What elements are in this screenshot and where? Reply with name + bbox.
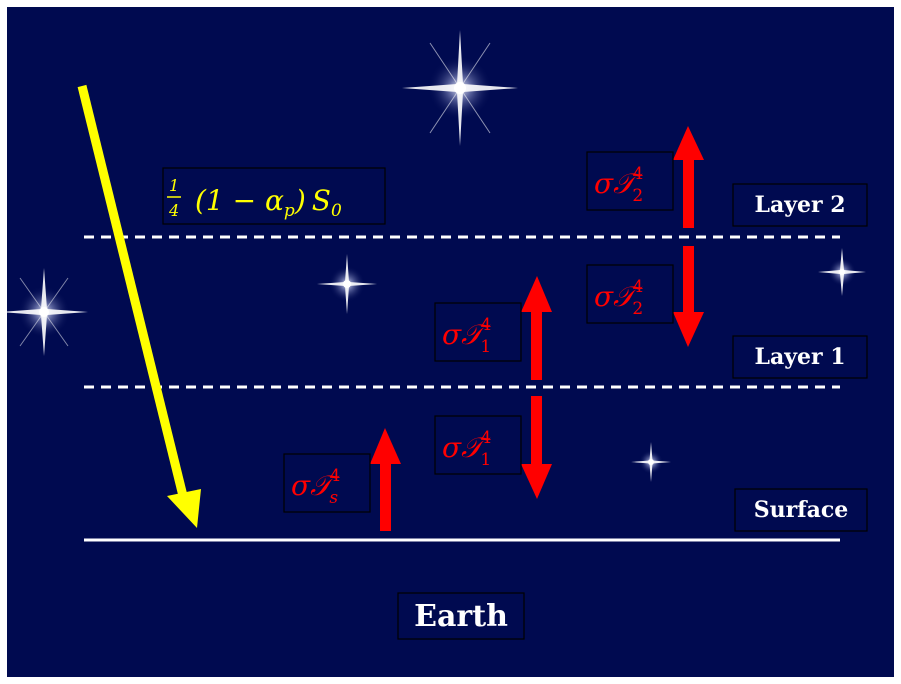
- svg-text:(1 − αp)S0: (1 − αp)S0: [195, 184, 342, 221]
- sigma: σ: [442, 431, 462, 464]
- exponent: 4: [633, 164, 644, 184]
- subscript: 2: [632, 186, 643, 206]
- surface-label: Surface: [735, 489, 867, 531]
- svg-text:Earth: Earth: [414, 599, 508, 634]
- svg-text:Layer 2: Layer 2: [754, 192, 845, 218]
- exponent: 4: [481, 315, 492, 335]
- exponent: 4: [633, 277, 644, 297]
- s-subscript: 0: [331, 201, 342, 221]
- layer-1-label: Layer 1: [733, 336, 867, 378]
- paren-open: (1 −: [195, 184, 265, 217]
- subscript: 2: [632, 299, 643, 319]
- svg-text:Surface: Surface: [754, 497, 849, 523]
- frac-denominator: 4: [168, 201, 179, 220]
- earth-label: Earth: [398, 593, 524, 639]
- solar-flux-label: 1 4 (1 − αp)S0: [163, 168, 385, 224]
- sigma: σ: [594, 280, 614, 313]
- sigma: σ: [442, 318, 462, 351]
- paren-close: ): [294, 184, 306, 217]
- alpha-symbol: α: [265, 184, 284, 217]
- subscript: 1: [480, 337, 491, 357]
- sigma: σ: [291, 469, 311, 502]
- subscript: s: [329, 488, 338, 508]
- s-symbol: S: [312, 184, 331, 217]
- alpha-subscript: p: [284, 201, 295, 221]
- exponent: 4: [481, 428, 492, 448]
- sigma: σ: [594, 167, 614, 200]
- subscript: 1: [480, 450, 491, 470]
- layer-2-label: Layer 2: [733, 184, 867, 226]
- frac-numerator: 1: [169, 176, 179, 195]
- svg-text:Layer 1: Layer 1: [754, 344, 845, 370]
- exponent: 4: [330, 466, 341, 486]
